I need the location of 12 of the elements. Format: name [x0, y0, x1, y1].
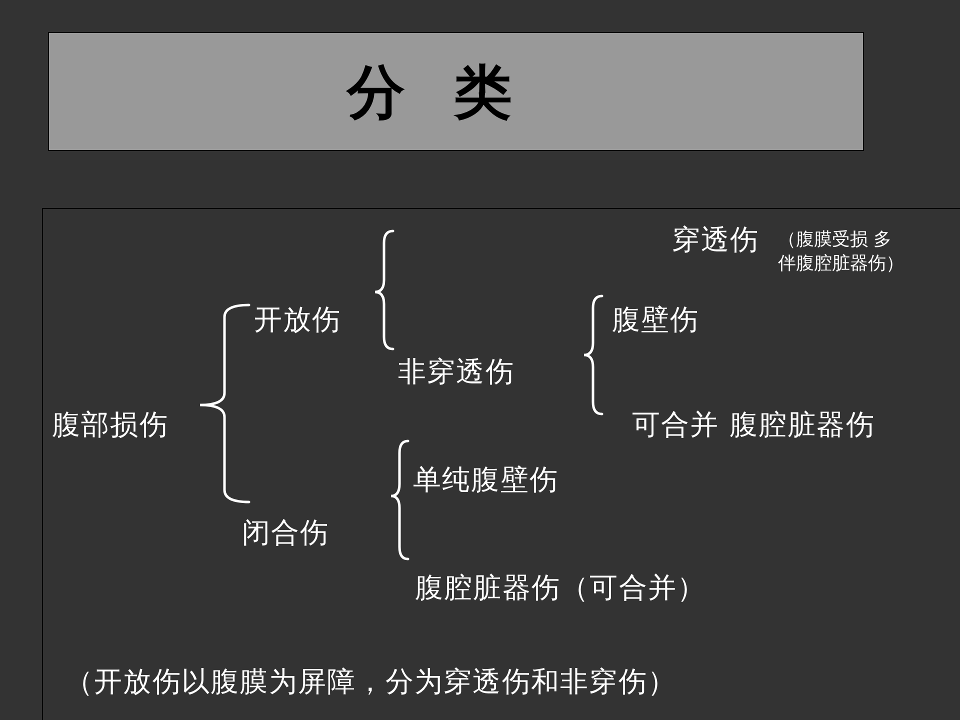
category-label: 腹壁伤: [612, 303, 700, 337]
category-label: 腹腔脏器伤（可合并）: [415, 571, 706, 605]
category-label: 可合并 腹腔脏器伤: [632, 408, 875, 442]
title-heading: 分 类: [347, 61, 527, 123]
category-label: 非穿透伤: [398, 355, 514, 389]
category-label: 闭合伤: [242, 516, 330, 550]
category-label: 单纯腹壁伤: [413, 463, 559, 497]
category-label: 开放伤: [254, 303, 342, 337]
annotation-text: （腹膜受损 多伴腹腔脏器伤）: [778, 228, 905, 276]
category-label: 穿透伤: [672, 223, 760, 257]
category-label: 腹部损伤: [52, 408, 168, 442]
note-text: （开放伤以腹膜为屏障，分为穿透伤和非穿伤）: [65, 665, 677, 699]
